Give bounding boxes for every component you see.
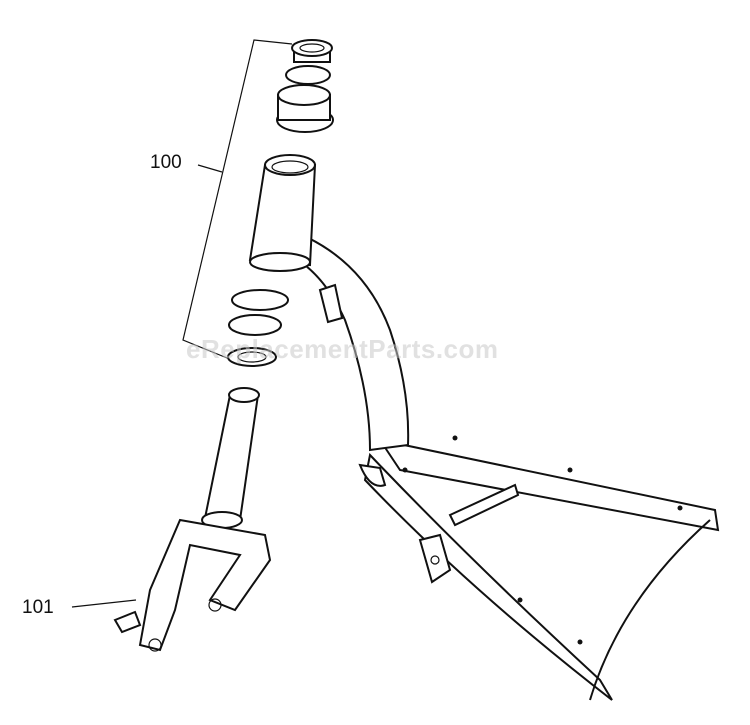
leader-line-100 — [197, 164, 223, 173]
headset-upper — [276, 39, 334, 133]
callout-label-101: 101 — [22, 597, 54, 618]
watermark: eReplacementParts.com — [186, 334, 499, 364]
frame-lower — [358, 435, 720, 701]
frame-main-tube — [273, 223, 410, 452]
leader-line-101 — [71, 599, 137, 608]
head-tube — [248, 154, 317, 272]
fork — [113, 387, 272, 652]
bracket-line-100 — [182, 39, 293, 361]
headset-lower — [227, 289, 289, 367]
callout-label-100: 100 — [150, 152, 182, 173]
